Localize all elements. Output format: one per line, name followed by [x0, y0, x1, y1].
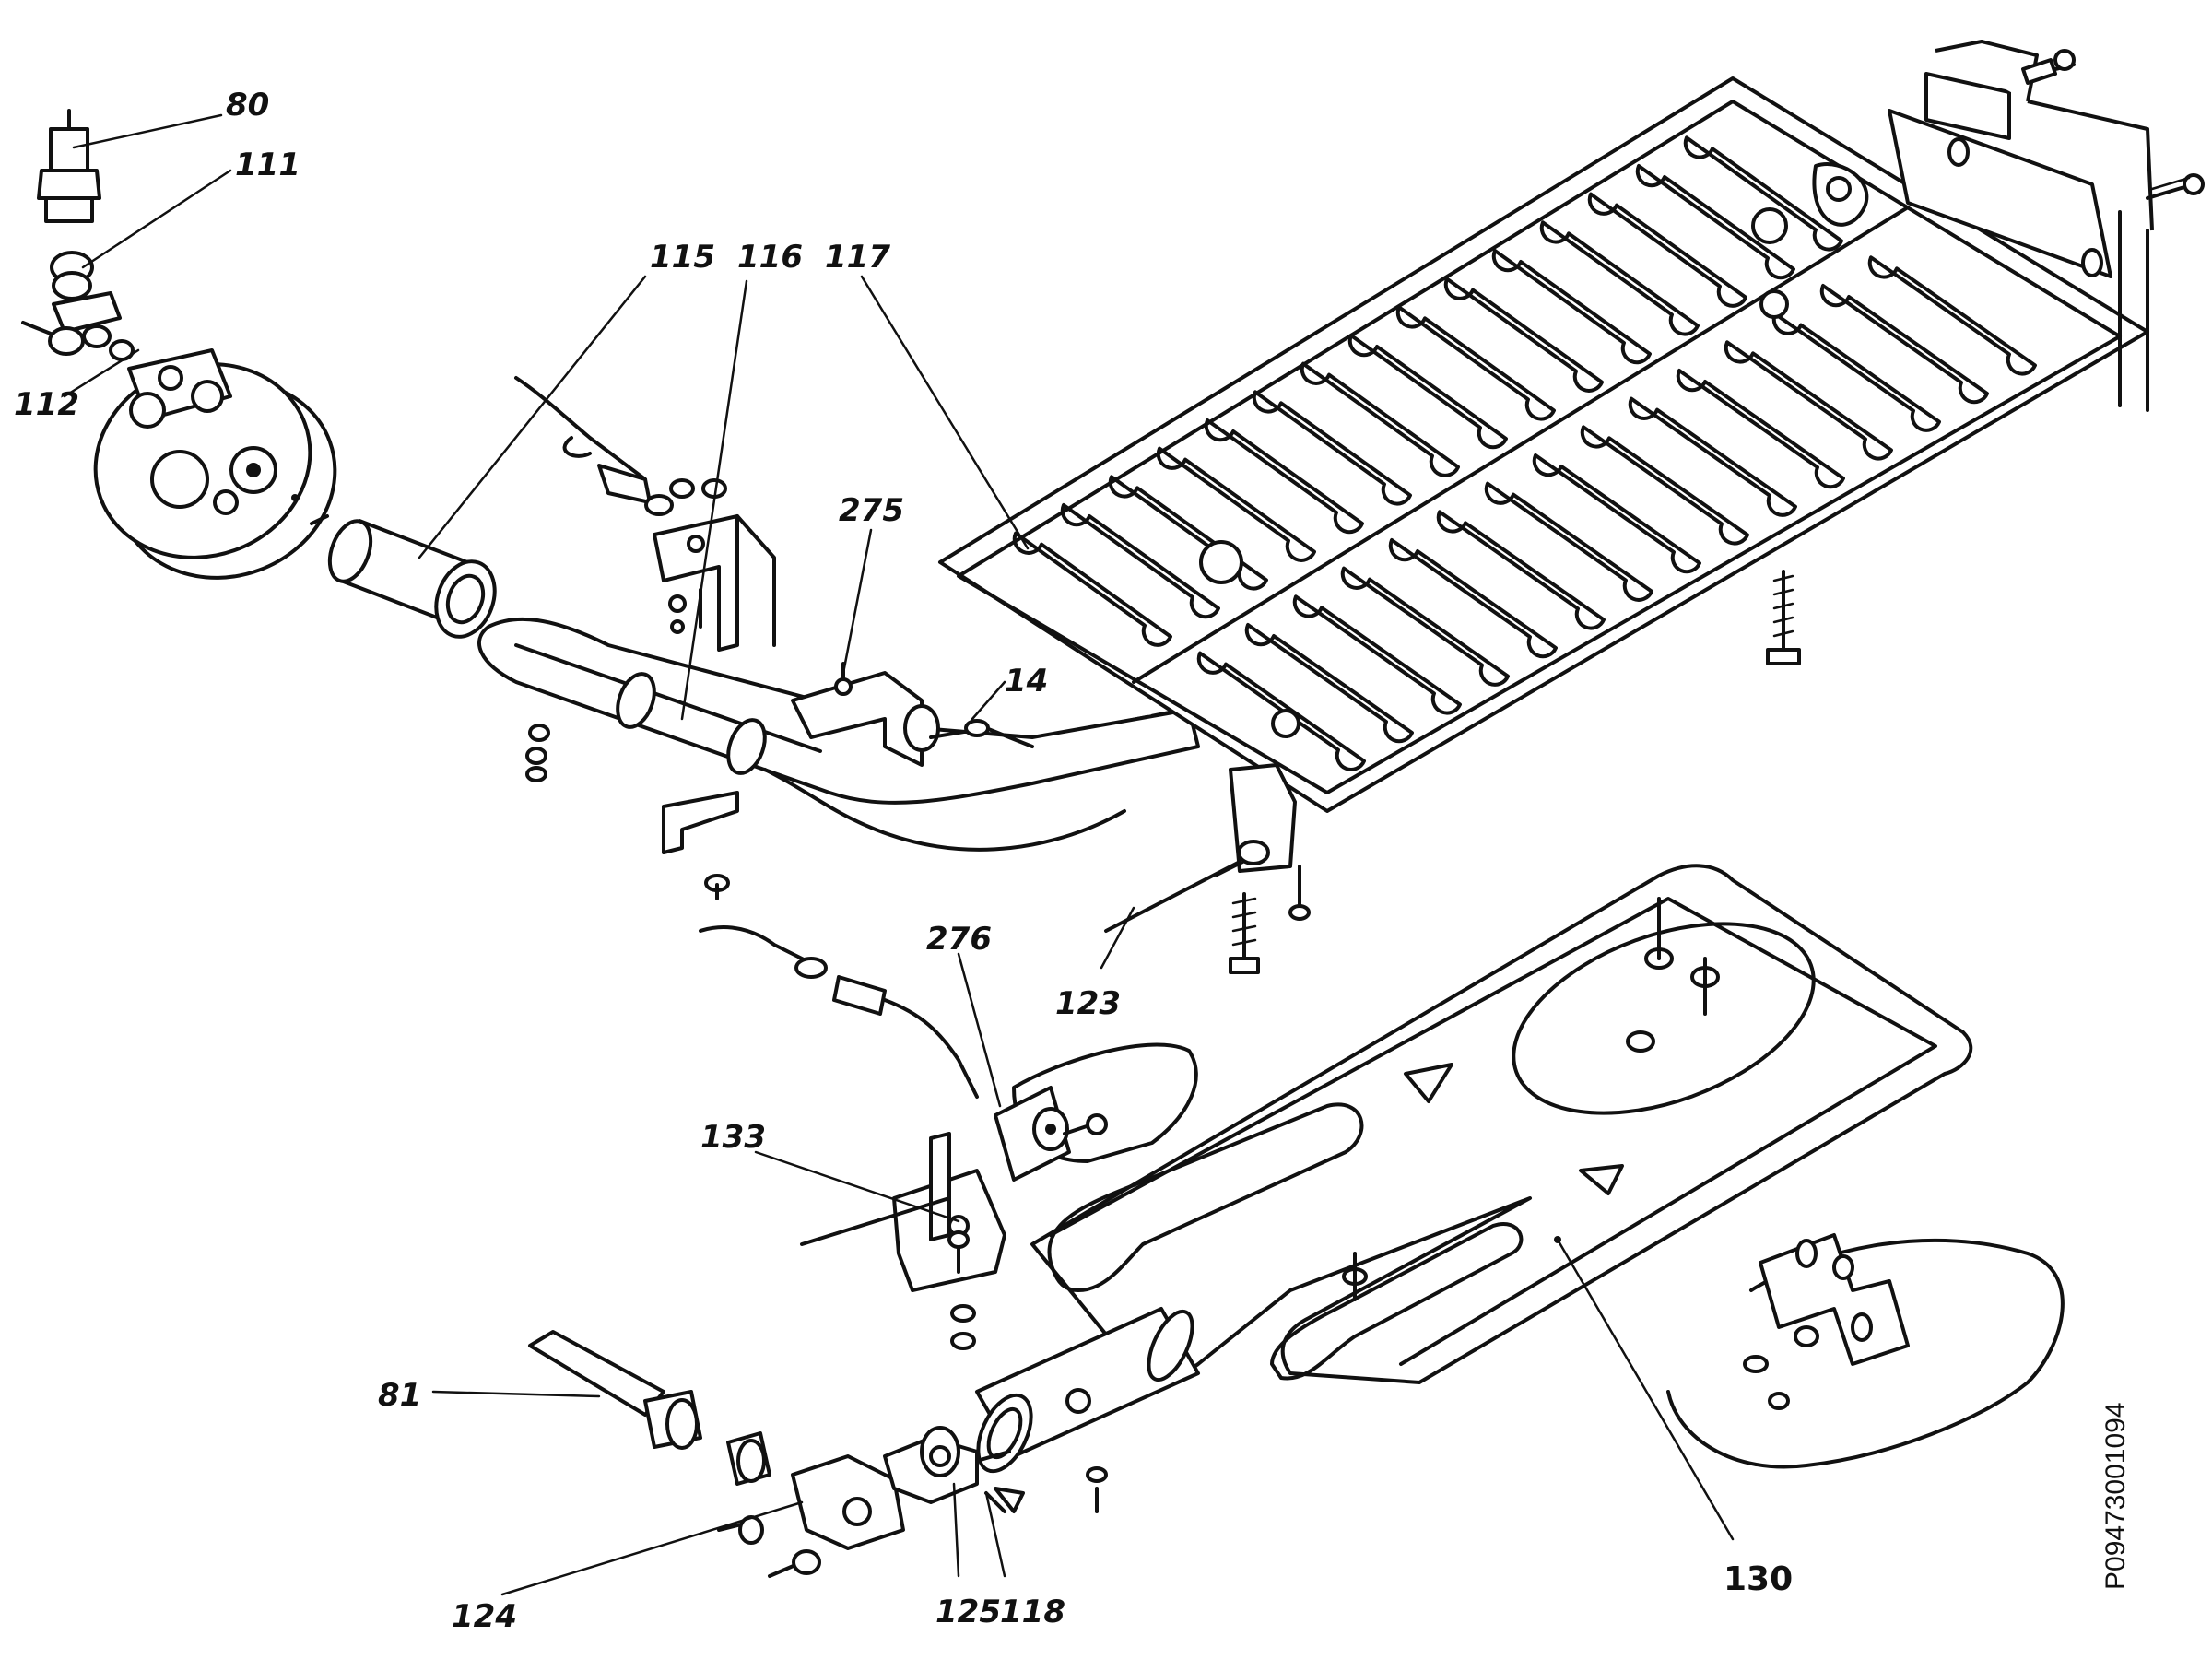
callout-123: 123 [1055, 985, 1121, 1022]
electrode-bracket [1104, 763, 1311, 974]
ignition-electrode-upper [514, 376, 674, 516]
lower-bracket [800, 1042, 1198, 1350]
ignition-electrode-lower [699, 924, 979, 1099]
callout-116: 116 [737, 239, 803, 276]
radiant-element-plate [938, 76, 2149, 813]
callout-111: 111 [235, 147, 300, 183]
heating-coil-loop [1587, 192, 1747, 308]
heating-coil-loop [1491, 249, 1652, 365]
heating-coil-loop [1635, 164, 1795, 280]
injector-tube [310, 514, 497, 639]
upper-fasteners [525, 724, 730, 900]
heating-coil-loop [1292, 594, 1462, 715]
mounting-bracket [1812, 40, 2205, 412]
callout-133: 133 [700, 1119, 766, 1156]
heating-coil-loop [1532, 453, 1701, 574]
heating-coil-loop [1244, 623, 1414, 744]
callout-124: 124 [452, 1598, 517, 1635]
heating-coil-loop [1580, 425, 1749, 546]
heating-coil-loop [1108, 475, 1268, 591]
heating-coil-loop [1300, 361, 1460, 477]
heating-coil-loop [1436, 510, 1606, 630]
heating-coil-loop [1395, 305, 1556, 421]
callout-80: 80 [226, 87, 269, 124]
heating-coil-loop [1443, 276, 1604, 393]
heating-coil-loop [1867, 255, 2037, 376]
heating-coil-loop [1819, 284, 1989, 405]
callout-276: 276 [926, 921, 992, 958]
heating-coil-loop [1539, 220, 1700, 336]
leader-lines [63, 113, 1735, 1596]
callout-118: 118 [1000, 1594, 1065, 1630]
heating-coil-loop [1252, 390, 1412, 506]
callout-112: 112 [14, 386, 79, 423]
heating-coil-loop [1724, 340, 1893, 461]
gas-pipe-upper [37, 109, 101, 223]
heating-coil-loop [1676, 369, 1845, 489]
lower-burner-body [1030, 864, 1973, 1384]
heating-coil-loop [1204, 418, 1364, 535]
gas-pipe-lower [528, 1330, 1025, 1578]
callout-125: 125 [935, 1594, 1001, 1630]
callout-14: 14 [1005, 663, 1048, 700]
pipe-fitting [21, 251, 135, 361]
callout-labels: 80 111 112 115 116 117 275 14 123 276 13… [14, 87, 1793, 1635]
heating-coil-loop [1484, 481, 1653, 602]
gas-valve-body [93, 348, 337, 580]
heating-coil-loop [1156, 446, 1316, 562]
callout-81: 81 [378, 1377, 421, 1414]
heating-coil-loop [1683, 135, 1843, 252]
thermocouple-holder [791, 662, 1034, 767]
heating-coil-loop [1771, 312, 1941, 432]
heating-coil-loop [1340, 566, 1510, 687]
callout-117: 117 [825, 239, 890, 276]
heating-coil-loop [1196, 651, 1366, 771]
heating-coil-loop [1388, 538, 1558, 659]
lower-burner-tube [975, 1307, 1200, 1513]
callout-115: 115 [650, 239, 715, 276]
callout-275: 275 [839, 492, 904, 529]
heating-coil-loop [1628, 396, 1797, 517]
callout-130: 130 [1724, 1560, 1793, 1598]
long-screw [1766, 570, 1801, 665]
heat-shield [1666, 1233, 2065, 1469]
upper-bracket [653, 478, 776, 652]
heating-coil-loop [1060, 503, 1220, 619]
heating-coil-loop [1347, 334, 1508, 450]
heating-coil-loop [1012, 531, 1172, 647]
document-number: P09473001094 [2100, 1402, 2131, 1590]
